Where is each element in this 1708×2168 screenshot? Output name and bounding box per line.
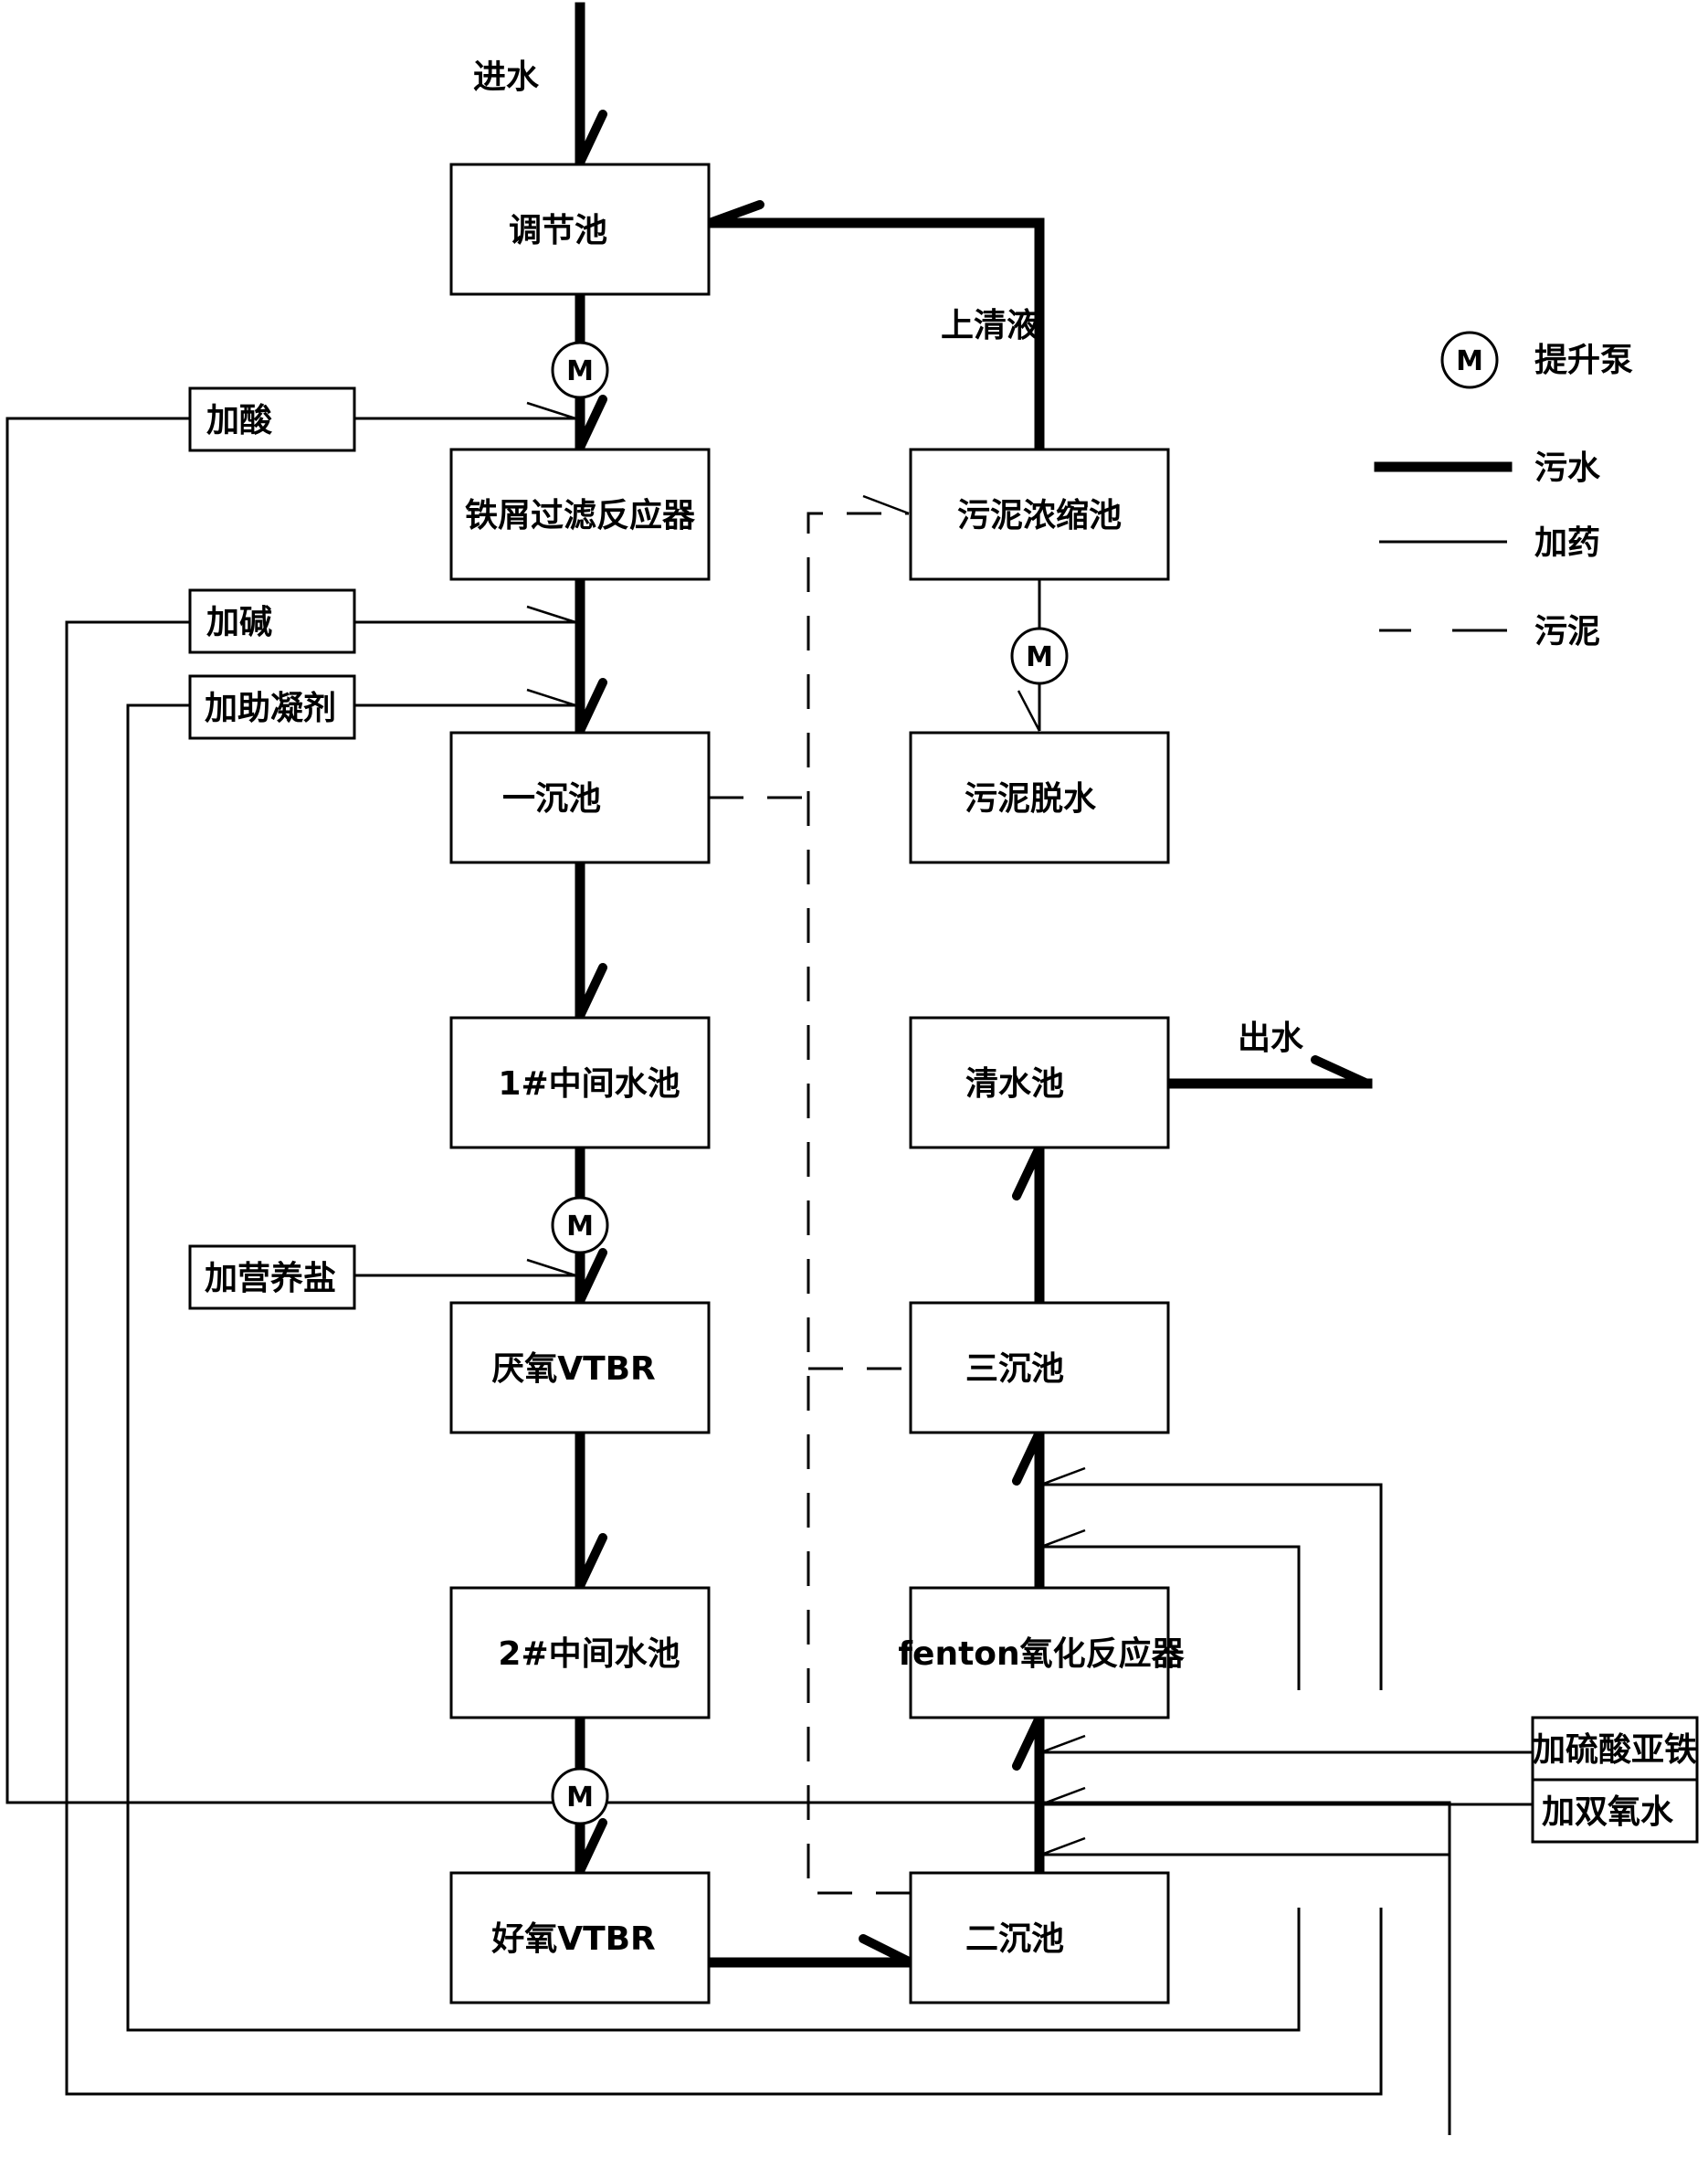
- unit-secondary-sedimentation: 二沉池: [909, 1871, 1170, 2004]
- svg-text:好氧VTBR: 好氧VTBR: [490, 1920, 656, 1958]
- unit-sludge-dewatering: 污泥脱水: [909, 731, 1170, 864]
- svg-text:厌氧VTBR: 厌氧VTBR: [491, 1350, 656, 1388]
- pump-icon: [551, 341, 609, 399]
- unit-sludge-thickener: 污泥浓缩池: [909, 448, 1170, 581]
- svg-text:M: M: [566, 355, 594, 387]
- svg-text:加药: 加药: [1534, 524, 1600, 562]
- svg-text:提升泵: 提升泵: [1534, 342, 1633, 379]
- svg-text:M: M: [566, 1782, 594, 1814]
- dosing-lines: [5, 401, 1533, 2135]
- svg-text:2#中间水池: 2#中间水池: [498, 1635, 680, 1673]
- svg-text:1#中间水池: 1#中间水池: [498, 1065, 680, 1103]
- svg-text:一沉池: 一沉池: [502, 780, 601, 818]
- svg-text:清水池: 清水池: [965, 1065, 1064, 1103]
- pump-1: M: [551, 341, 609, 399]
- pump-icon: [551, 1196, 609, 1254]
- svg-text:M: M: [1456, 345, 1483, 377]
- svg-text:污泥浓缩池: 污泥浓缩池: [957, 497, 1122, 534]
- legend-pump: M 提升泵: [1440, 331, 1633, 389]
- svg-text:加助凝剂: 加助凝剂: [205, 690, 336, 727]
- pump-3: M: [551, 1767, 609, 1825]
- svg-text:加碱: 加碱: [206, 604, 272, 641]
- unit-anaerobic-vtbr: 厌氧VTBR: [449, 1301, 711, 1434]
- unit-fenton-reactor: fenton氧化反应器: [898, 1586, 1186, 1719]
- alkali-dosing-line: [65, 620, 1383, 2096]
- pump-icon: [1440, 331, 1499, 389]
- unit-clear-water-tank: 清水池: [909, 1016, 1170, 1149]
- dosing-acid: 加酸: [188, 386, 356, 452]
- svg-text:M: M: [566, 1211, 594, 1243]
- unit-iron-filter-reactor: 铁屑过滤反应器: [449, 448, 711, 581]
- svg-text:加硫酸亚铁: 加硫酸亚铁: [1533, 1731, 1697, 1769]
- unit-intermediate-tank-2: 2#中间水池: [449, 1586, 711, 1719]
- dosing-nutrient-salt: 加营养盐: [188, 1244, 356, 1310]
- svg-text:三沉池: 三沉池: [965, 1350, 1064, 1388]
- supernatant-label: 上清液: [941, 307, 1039, 344]
- unit-aerobic-vtbr: 好氧VTBR: [449, 1871, 711, 2004]
- dosing-hydrogen-peroxide: 加双氧水: [1531, 1778, 1699, 1844]
- dosing-ferrous-sulfate: 加硫酸亚铁: [1531, 1716, 1699, 1782]
- unit-intermediate-tank-1: 1#中间水池: [449, 1016, 711, 1149]
- svg-text:调节池: 调节池: [509, 212, 607, 249]
- acid-dosing-line: [5, 417, 1451, 2135]
- unit-tertiary-sedimentation: 三沉池: [909, 1301, 1170, 1434]
- pump-4: M: [1010, 627, 1069, 685]
- sewage-lines: [575, 2, 1373, 1968]
- svg-text:加营养盐: 加营养盐: [205, 1259, 336, 1297]
- svg-text:二沉池: 二沉池: [965, 1920, 1064, 1958]
- unit-regulating-tank: 调节池: [449, 163, 711, 296]
- svg-text:加酸: 加酸: [206, 402, 272, 439]
- svg-text:fenton氧化反应器: fenton氧化反应器: [898, 1635, 1185, 1673]
- unit-primary-sedimentation: 一沉池: [449, 731, 711, 864]
- svg-text:铁屑过滤反应器: 铁屑过滤反应器: [465, 497, 696, 534]
- svg-text:污水: 污水: [1534, 449, 1601, 487]
- dosing-coagulant-aid: 加助凝剂: [188, 674, 356, 740]
- svg-text:污泥脱水: 污泥脱水: [965, 780, 1097, 818]
- legend-sludge: 污泥: [1379, 613, 1600, 650]
- svg-text:污泥: 污泥: [1534, 613, 1600, 650]
- pump-icon: [551, 1767, 609, 1825]
- coagulant-aid-dosing-line: [126, 703, 1301, 2032]
- legend: M 提升泵 污水 加药 污泥: [1374, 331, 1633, 650]
- dosing-alkali: 加碱: [188, 588, 356, 654]
- outflow-label: 出水: [1238, 1020, 1304, 1057]
- pump-icon: [1010, 627, 1069, 685]
- legend-sewage: 污水: [1374, 449, 1601, 487]
- svg-text:加双氧水: 加双氧水: [1542, 1793, 1674, 1831]
- legend-dosing: 加药: [1379, 524, 1600, 562]
- sludge-collection-line: [807, 512, 911, 1895]
- inflow-label: 进水: [473, 58, 540, 96]
- pump-2: M: [551, 1196, 609, 1254]
- svg-text:M: M: [1026, 641, 1053, 673]
